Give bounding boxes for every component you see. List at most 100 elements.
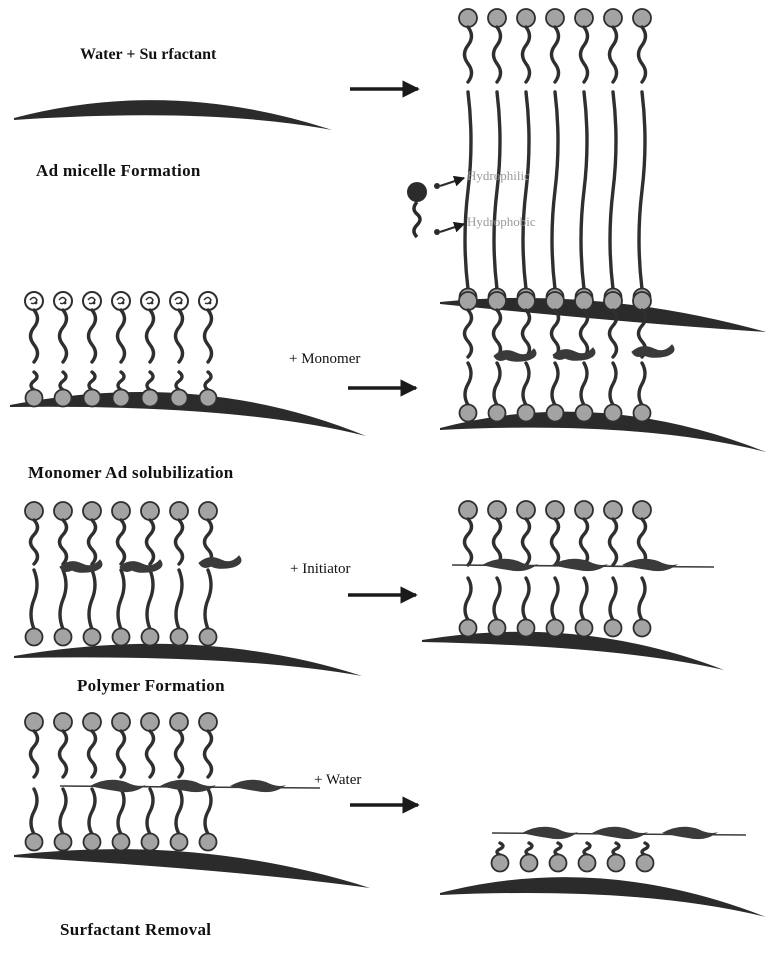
stage1-caption: Ad micelle Formation <box>36 161 201 181</box>
surfactant-head <box>546 501 564 519</box>
substrate-surface <box>14 849 370 888</box>
surfactant-head <box>26 629 43 646</box>
surfactant-head <box>575 501 593 519</box>
stage2-reagent-label: + Monomer <box>289 351 360 368</box>
surfactant-molecule <box>170 713 188 777</box>
surfactant-molecule <box>460 578 477 637</box>
surfactant-molecule <box>200 372 217 407</box>
reaction-arrows <box>348 89 418 805</box>
surfactant-molecule <box>200 789 217 851</box>
surfactant-molecule <box>575 9 593 82</box>
surfactant-head <box>55 390 72 407</box>
surfactant-head <box>546 9 564 27</box>
surfactant-head <box>83 502 101 520</box>
surfactant-head <box>113 390 130 407</box>
surfactant-head <box>633 292 651 310</box>
surfactant-head <box>517 501 535 519</box>
stage4-caption: Surfactant Removal <box>60 920 211 940</box>
surfactant-molecule <box>199 292 217 362</box>
surfactant-molecule <box>112 292 130 362</box>
surfactant-molecule <box>83 502 101 564</box>
surfactant-head <box>83 292 101 310</box>
surfactant-molecule <box>171 789 188 851</box>
surfactant-head <box>84 390 101 407</box>
surfactant-head <box>521 855 538 872</box>
surfactant-molecule <box>142 372 159 407</box>
surfactant-head <box>608 855 625 872</box>
surfactant-head <box>199 713 217 731</box>
surfactant-molecule <box>459 9 477 82</box>
surfactant-molecule <box>575 501 593 565</box>
surfactant-head <box>634 620 651 637</box>
surfactant-molecule <box>83 713 101 777</box>
surfactant-molecule <box>142 789 159 851</box>
hydrophilic-pointer <box>440 178 464 186</box>
stage4-reactant <box>14 713 370 888</box>
surfactant-head <box>579 855 596 872</box>
surfactant-molecule <box>605 363 622 422</box>
stage3-reactant <box>14 502 362 676</box>
surfactant-molecule <box>489 363 506 422</box>
surfactant-head <box>141 713 159 731</box>
surfactant-head <box>604 9 622 27</box>
surfactant-molecule <box>492 843 509 872</box>
surfactant-molecule <box>170 292 188 362</box>
surfactant-head <box>26 834 43 851</box>
surfactant-head <box>54 292 72 310</box>
surfactant-molecule <box>54 713 72 777</box>
surfactant-molecule <box>547 578 564 637</box>
surfactant-head <box>26 390 43 407</box>
stage3-product <box>422 501 724 670</box>
surfactant-molecule <box>605 578 622 637</box>
surfactant-molecule <box>83 292 101 362</box>
stage2-caption: Monomer Ad solubilization <box>28 463 234 483</box>
surfactant-head <box>55 629 72 646</box>
surfactant-molecule <box>54 292 72 362</box>
surfactant-head <box>84 629 101 646</box>
surfactant-head <box>171 629 188 646</box>
surfactant-head <box>576 405 593 422</box>
surfactant-molecule <box>634 363 651 422</box>
surfactant-molecule <box>84 570 101 646</box>
surfactant-head <box>54 502 72 520</box>
surfactant-head <box>25 292 43 310</box>
substrate-surface <box>14 644 362 676</box>
polymer-film <box>60 780 320 792</box>
surfactant-head <box>459 501 477 519</box>
surfactant-head <box>518 405 535 422</box>
legend-hydrophobic-label: Hydrophobic <box>467 214 536 230</box>
surfactant-head <box>170 292 188 310</box>
surfactant-molecule <box>141 713 159 777</box>
surfactant-head <box>605 620 622 637</box>
surfactant-molecule <box>459 292 477 357</box>
surfactant-head <box>517 292 535 310</box>
surfactant-molecule <box>199 502 217 564</box>
surfactant-molecule <box>171 372 188 407</box>
surfactant-molecule <box>25 502 43 564</box>
surfactant-molecule <box>608 843 625 872</box>
surfactant-molecule <box>488 292 506 357</box>
surfactant-molecule <box>550 843 567 872</box>
surfactant-molecule <box>604 292 622 357</box>
surfactant-molecule <box>171 570 188 646</box>
surfactant-head <box>492 855 509 872</box>
surfactant-head <box>112 502 130 520</box>
surfactant-head <box>460 405 477 422</box>
stage3-reagent-label: + Initiator <box>290 561 351 578</box>
surfactant-head <box>517 9 535 27</box>
surfactant-molecule <box>517 501 535 565</box>
surfactant-molecule <box>141 502 159 564</box>
substrate-surface <box>440 877 766 917</box>
surfactant-head <box>113 629 130 646</box>
surfactant-molecule <box>604 501 622 565</box>
surfactant-molecule <box>489 92 506 306</box>
stage1-reactant <box>14 100 332 130</box>
surfactant-molecule <box>634 92 651 306</box>
surfactant-head <box>547 405 564 422</box>
surfactant-head <box>604 501 622 519</box>
surfactant-head <box>605 405 622 422</box>
surfactant-head <box>54 713 72 731</box>
surfactant-head <box>142 390 159 407</box>
surfactant-head <box>546 292 564 310</box>
